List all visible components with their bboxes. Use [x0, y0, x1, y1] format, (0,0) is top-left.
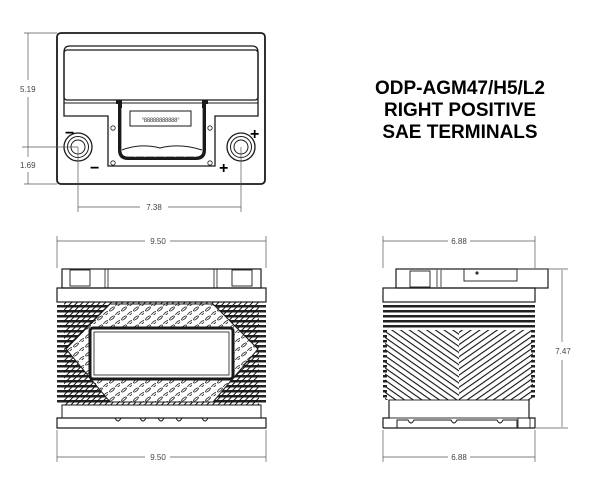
- side-width-top-dim-label: 6.88: [451, 237, 467, 246]
- top-case-outline: [56, 32, 266, 185]
- top-label-area: [63, 49, 259, 101]
- side-width-bottom-dim-label: 6.88: [451, 453, 467, 462]
- terminal-type: SAE TERMINALS: [382, 122, 538, 143]
- side-view: [382, 268, 549, 429]
- side-height-dim-label: 7.47: [555, 347, 571, 356]
- front-lid: [61, 268, 262, 289]
- negative-sign-icon: −: [65, 125, 74, 142]
- vent-strip: [129, 110, 192, 127]
- svg-text:°88888888888°: °88888888888°: [142, 118, 181, 124]
- front-width-bottom-dim-label: 9.50: [150, 453, 166, 462]
- terminal-offset-dim-label: 1.69: [20, 161, 36, 170]
- side-base: [396, 419, 518, 428]
- top-view-dimensions: [22, 32, 242, 212]
- top-view: °88888888888°: [56, 32, 266, 185]
- positive-sign-icon: +: [250, 126, 259, 143]
- height-dim-label: 5.19: [20, 85, 36, 94]
- front-width-top-dim-label: 9.50: [150, 237, 166, 246]
- terminal-orientation: RIGHT POSITIVE: [383, 100, 537, 121]
- side-lid: [395, 268, 549, 289]
- front-view-dimensions: [56, 236, 267, 462]
- model-title: ODP-AGM47/H5/L2 RIGHT POSITIVE SAE TERMI…: [340, 78, 580, 144]
- model-number: ODP-AGM47/H5/L2: [375, 78, 545, 99]
- terminal-spacing-dim-label: 7.38: [146, 203, 162, 212]
- front-label-area: [88, 326, 235, 381]
- negative-sign-icon: −: [90, 160, 99, 177]
- positive-sign-icon: +: [219, 160, 228, 177]
- front-base: [56, 417, 267, 429]
- handle: [116, 100, 208, 160]
- side-view-dimensions: [382, 236, 568, 462]
- front-view: [56, 268, 267, 429]
